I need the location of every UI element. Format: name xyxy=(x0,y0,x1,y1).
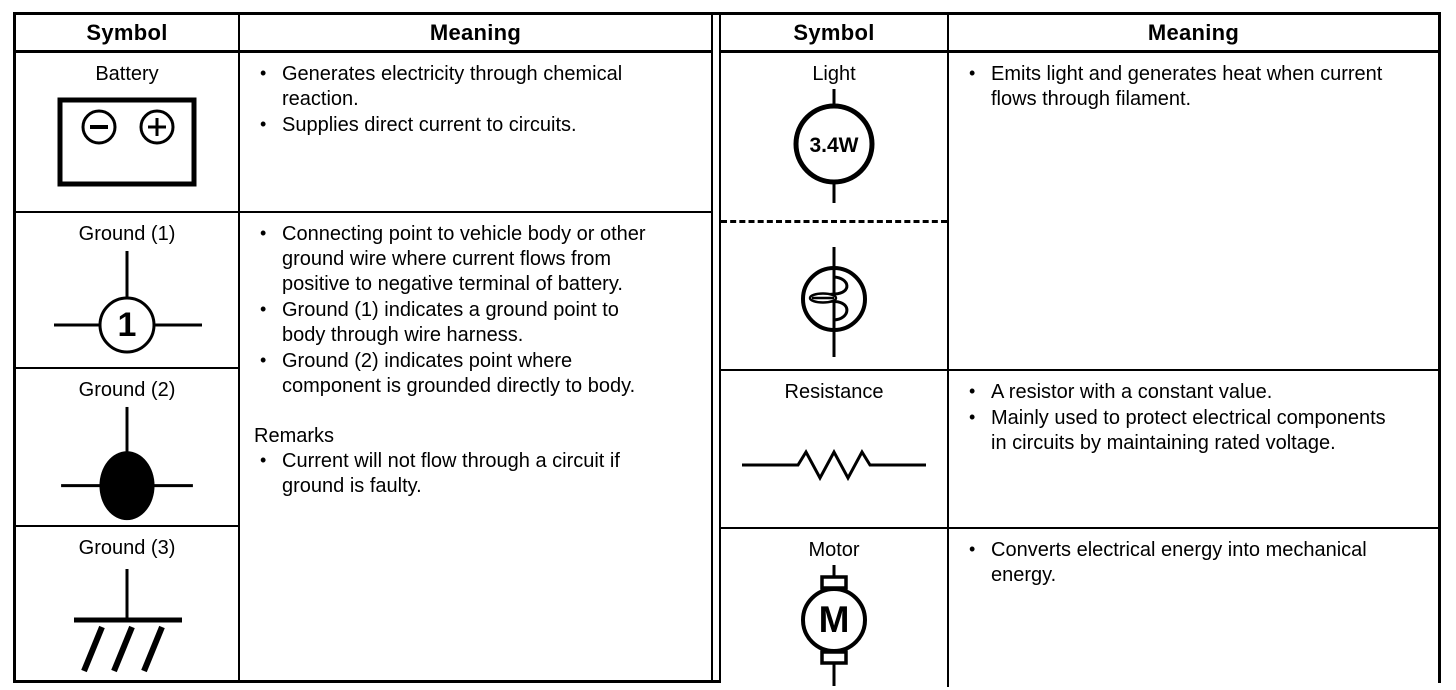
motor-icon: M xyxy=(801,565,867,686)
list-item: •Converts electrical energy into mechani… xyxy=(969,539,1367,586)
motor-letter: M xyxy=(819,599,850,640)
list-item: •Current will not flow through a circuit… xyxy=(260,450,620,497)
right-meaning-header: Meaning xyxy=(949,15,1438,53)
list-item: •Ground (2) indicates point where compon… xyxy=(260,350,636,397)
motor-meaning-cell: •Converts electrical energy into mechani… xyxy=(949,529,1438,687)
ground1-icon: 1 xyxy=(54,251,202,354)
battery-meaning-list: •Generates electricity through chemical … xyxy=(254,62,659,138)
list-item: •Supplies direct current to circuits. xyxy=(260,114,577,136)
ground3-symbol-cell: Ground (3) xyxy=(16,527,240,680)
ground2-icon xyxy=(61,406,193,521)
left-symbol-header: Symbol xyxy=(16,15,240,53)
bullet-marker: • xyxy=(969,381,976,401)
ground1-label: Ground (1) xyxy=(78,223,176,245)
symbol-table-right: Symbol Meaning Light 3.4W xyxy=(719,15,1438,687)
symbol-table-left: Symbol Meaning Battery •Generates electr… xyxy=(16,15,713,680)
right-symbol-header: Symbol xyxy=(721,15,949,53)
resistor-icon xyxy=(742,448,926,482)
light-meaning-list: •Emits light and generates heat when cur… xyxy=(963,62,1386,112)
list-item: •Ground (1) indicates a ground point to … xyxy=(260,299,619,346)
bullet-marker: • xyxy=(969,539,976,559)
resistance-meaning-list: •A resistor with a constant value. •Main… xyxy=(963,380,1386,456)
battery-symbol-cell: Battery xyxy=(16,53,240,213)
light-meaning-cell: •Emits light and generates heat when cur… xyxy=(949,53,1438,371)
ground3-label: Ground (3) xyxy=(78,537,176,559)
ground-meaning-cell: •Connecting point to vehicle body or oth… xyxy=(240,213,711,680)
light-bulb-wattage-icon: 3.4W xyxy=(793,89,875,203)
motor-symbol-cell: Motor M xyxy=(721,529,949,687)
ground2-symbol-cell: Ground (2) xyxy=(16,369,240,527)
bullet-marker: • xyxy=(260,299,267,319)
battery-icon xyxy=(57,97,197,187)
light-wattage: 3.4W xyxy=(809,134,858,157)
bullet-marker: • xyxy=(969,63,976,83)
battery-meaning-cell: •Generates electricity through chemical … xyxy=(240,53,711,213)
list-item: •Connecting point to vehicle body or oth… xyxy=(260,223,646,295)
battery-label: Battery xyxy=(95,63,159,85)
ground2-label: Ground (2) xyxy=(78,379,176,401)
resistance-label: Resistance xyxy=(784,381,884,403)
ground1-symbol-cell: Ground (1) 1 xyxy=(16,213,240,369)
bullet-marker: • xyxy=(260,114,267,134)
ground-meaning-list: •Connecting point to vehicle body or oth… xyxy=(254,222,659,399)
dashed-separator xyxy=(721,220,947,223)
list-item: •Mainly used to protect electrical compo… xyxy=(969,407,1386,454)
motor-meaning-list: •Converts electrical energy into mechani… xyxy=(963,538,1386,588)
left-meaning-header: Meaning xyxy=(240,15,711,53)
ground1-number: 1 xyxy=(118,306,137,344)
remarks-title: Remarks xyxy=(254,425,335,447)
bullet-marker: • xyxy=(969,407,976,427)
double-rule-divider xyxy=(713,15,719,680)
list-item: •Emits light and generates heat when cur… xyxy=(969,63,1383,110)
ground3-icon xyxy=(74,569,182,673)
light-bulb-filament-icon xyxy=(801,247,867,357)
list-item: •A resistor with a constant value. xyxy=(969,381,1273,403)
resistance-meaning-cell: •A resistor with a constant value. •Main… xyxy=(949,371,1438,529)
list-item: •Generates electricity through chemical … xyxy=(260,63,623,110)
symbol-meaning-tables: Symbol Meaning Battery •Generates electr… xyxy=(13,12,1441,687)
bullet-marker: • xyxy=(260,450,267,470)
bullet-marker: • xyxy=(260,350,267,370)
bullet-marker: • xyxy=(260,63,267,83)
light-symbol-cell: Light 3.4W xyxy=(721,53,949,371)
remarks-list: •Current will not flow through a circuit… xyxy=(254,449,659,499)
bullet-marker: • xyxy=(260,223,267,243)
motor-label: Motor xyxy=(808,539,860,561)
light-label: Light xyxy=(812,63,856,85)
resistance-symbol-cell: Resistance xyxy=(721,371,949,529)
